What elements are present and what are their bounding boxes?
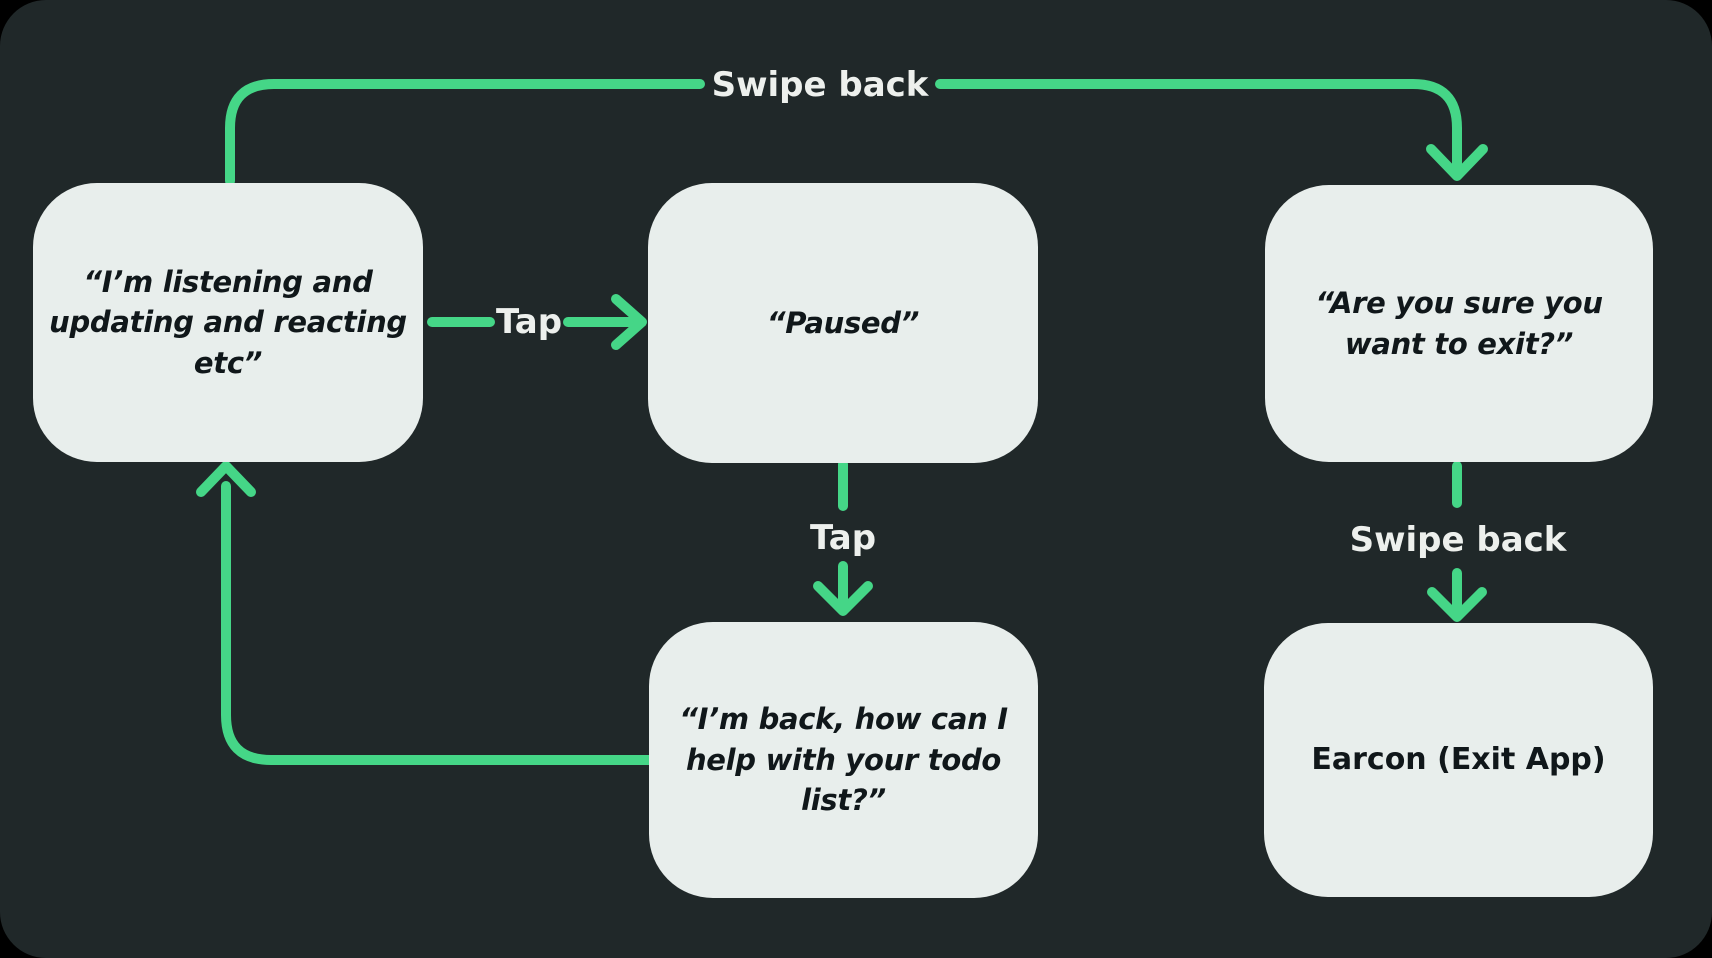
arrowhead-down-icon xyxy=(1426,144,1488,181)
edge-label-swipe-back-to-earcon: Swipe back xyxy=(1349,520,1567,560)
arrowhead-down-icon xyxy=(1427,587,1487,622)
edge-label-tap-to-back-help: Tap xyxy=(809,518,877,558)
node-paused: “Paused” xyxy=(648,183,1038,463)
node-earcon-exit: Earcon (Exit App) xyxy=(1264,623,1653,897)
arrow-loop-to-listening xyxy=(196,461,654,765)
node-listening: “I’m listening and updating and reacting… xyxy=(33,183,423,462)
arrowhead-right-icon xyxy=(611,294,647,350)
edge-label-tap-to-paused: Tap xyxy=(495,302,563,342)
node-exit-confirm-label: “Are you sure you want to exit?” xyxy=(1315,285,1603,361)
node-back-help: “I’m back, how can I help with your todo… xyxy=(649,622,1038,898)
node-listening-label: “I’m listening and updating and reacting… xyxy=(49,264,407,380)
node-paused-label: “Paused” xyxy=(766,305,920,340)
node-exit-confirm: “Are you sure you want to exit?” xyxy=(1265,185,1653,462)
arrowhead-down-icon xyxy=(813,581,873,616)
node-earcon-exit-label: Earcon (Exit App) xyxy=(1311,742,1606,777)
edge-label-swipe-back-top: Swipe back xyxy=(711,65,929,105)
arrowhead-up-icon xyxy=(196,461,256,497)
node-back-help-label: “I’m back, how can I help with your todo… xyxy=(679,702,1008,818)
